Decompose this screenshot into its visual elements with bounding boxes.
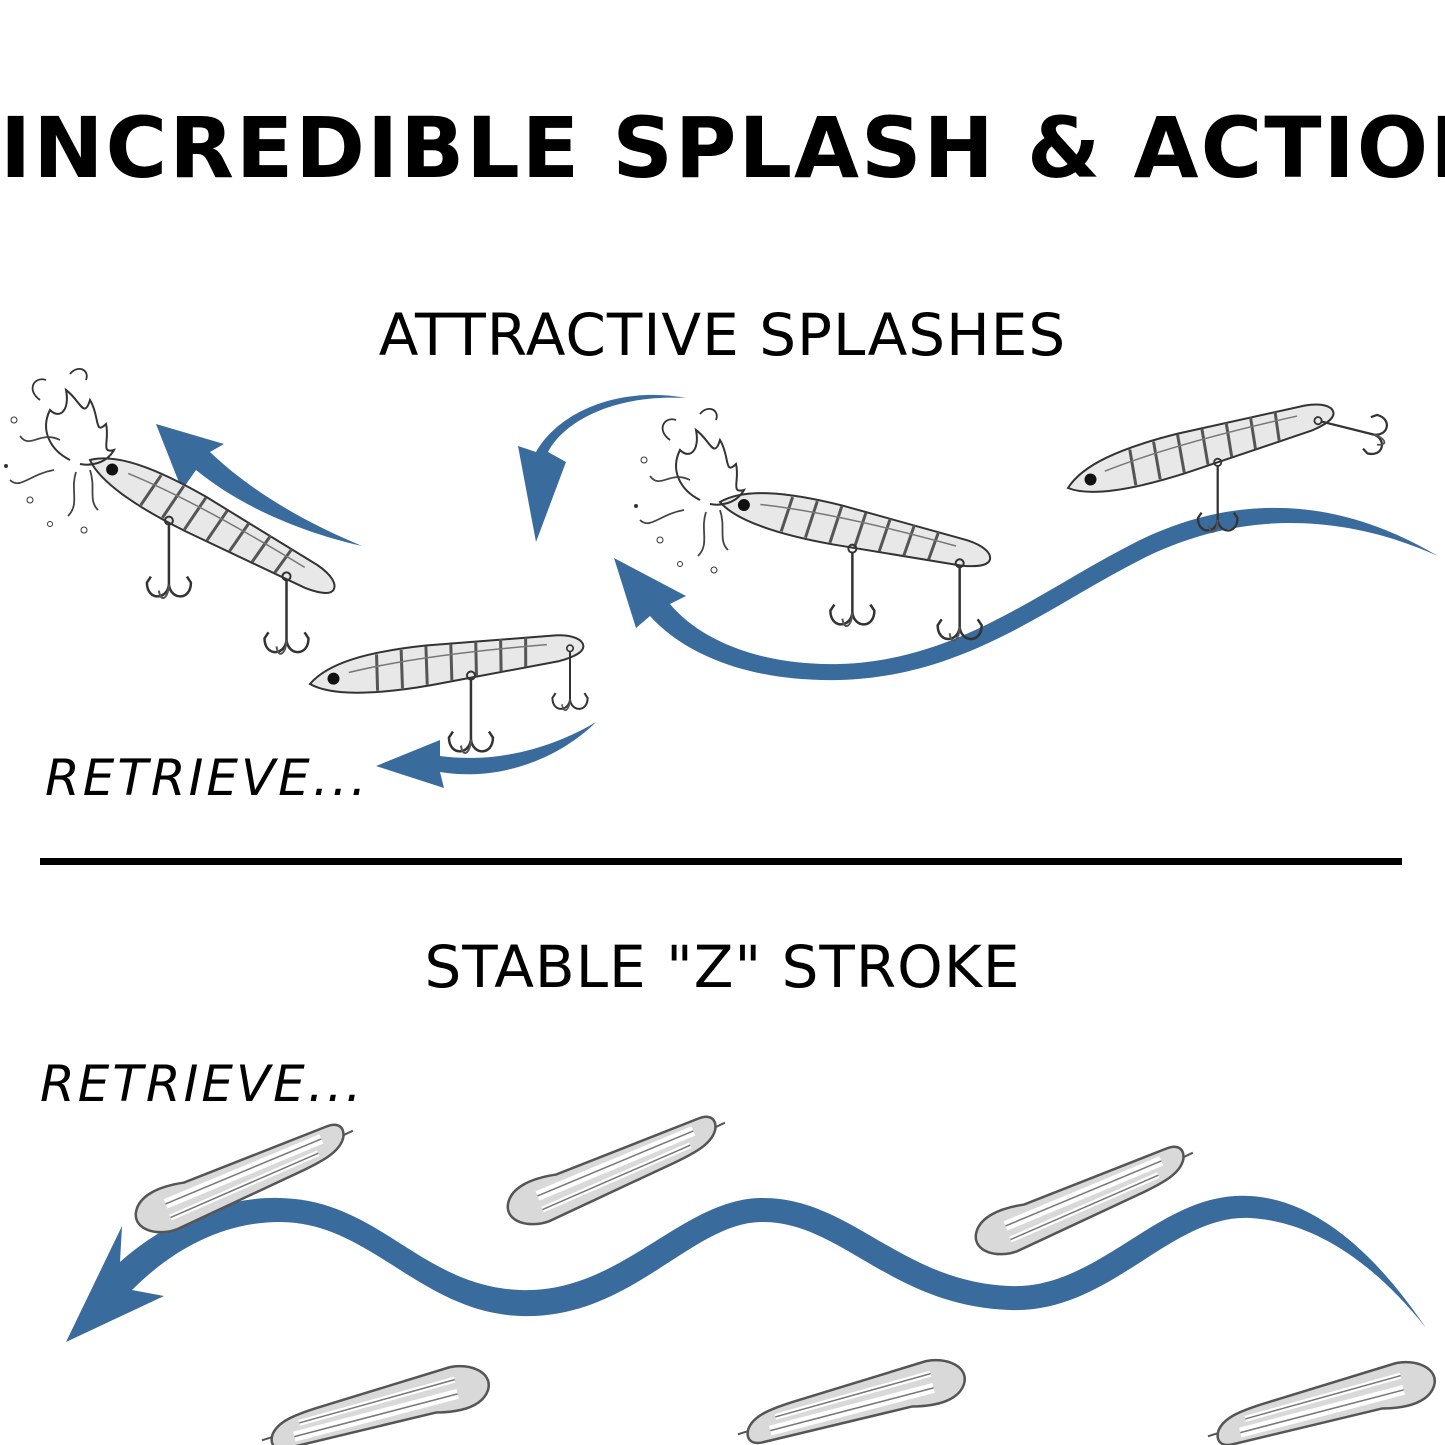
- splash-icon: [633, 407, 745, 574]
- splash-icon: [3, 367, 115, 534]
- section-divider: [40, 858, 1402, 865]
- wave-arrow-icon: [66, 1195, 1426, 1342]
- retrieve-label-top: RETRIEVE...: [45, 749, 370, 807]
- lure-icon: [1060, 388, 1392, 534]
- retrieve-label-bottom: RETRIEVE...: [40, 1055, 365, 1113]
- section-heading-splashes: ATTRACTIVE SPLASHES: [378, 301, 1067, 369]
- lure-icon: [305, 621, 589, 755]
- lure-icon: [261, 1353, 490, 1445]
- curved-arrow-icon: [156, 424, 362, 546]
- lure-icon: [714, 478, 997, 642]
- lure-icon: [737, 1347, 966, 1445]
- curved-arrow-icon: [518, 394, 686, 542]
- page-title: INCREDIBLE SPLASH & ACTION: [0, 99, 1445, 197]
- lure-icon: [502, 1115, 731, 1226]
- lure-icon: [1207, 1349, 1436, 1445]
- section-heading-z-stroke: STABLE "Z" STROKE: [424, 933, 1021, 1001]
- curved-arrow-icon: [376, 722, 596, 788]
- wave-arrow-icon: [614, 507, 1438, 681]
